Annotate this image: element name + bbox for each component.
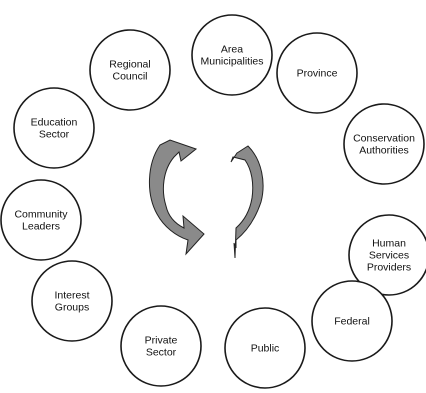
node-label: Interest (54, 290, 89, 302)
node-circle (31, 260, 113, 342)
node-label: Area (221, 44, 243, 56)
node-circle (89, 29, 171, 111)
node-circle (120, 305, 202, 387)
node-label: Providers (367, 262, 411, 274)
node-label: Regional (109, 59, 150, 71)
node-label: Municipalities (200, 56, 263, 68)
node-label: Human (372, 238, 406, 250)
node-circle (191, 14, 273, 96)
cycle-arrow-left (148, 139, 205, 256)
node-label: Sector (146, 347, 177, 359)
node-label: Education (31, 117, 78, 129)
node-label: Conservation (353, 133, 415, 145)
node-label: Sector (39, 129, 70, 141)
node-label: Private (145, 335, 178, 347)
node-circle (348, 214, 426, 296)
circular-arrows-icon (148, 139, 264, 259)
node-label: Public (251, 343, 280, 355)
node-circle (311, 280, 393, 362)
node-circle (13, 87, 95, 169)
node-label: Authorities (359, 145, 409, 157)
node-circle (0, 179, 82, 261)
node-label: Community (14, 209, 68, 221)
node-label: Province (297, 68, 338, 80)
node-label: Council (112, 71, 147, 83)
node-province: Province (276, 32, 358, 114)
node-public: Public (224, 307, 306, 389)
node-circle (276, 32, 358, 114)
node-federal: Federal (311, 280, 393, 362)
node-circle (224, 307, 306, 389)
node-circle (343, 103, 425, 185)
node-label: Federal (334, 316, 370, 328)
node-label: Groups (55, 302, 89, 314)
cycle-arrow-right (230, 145, 264, 259)
node-label: Leaders (22, 221, 60, 233)
node-label: Services (369, 250, 409, 262)
